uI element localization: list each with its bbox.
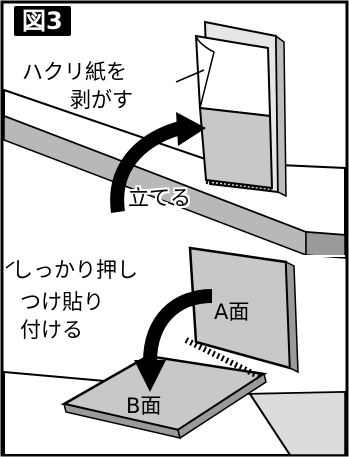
- top-table-surface: [3, 88, 346, 237]
- release-paper-curl: [195, 35, 215, 109]
- top-table-side: [305, 231, 346, 259]
- stand-label: 立てる: [128, 186, 191, 210]
- plate-a-edge: [285, 260, 299, 374]
- stand-arrow-shaft: [110, 121, 183, 213]
- stand-back-edge: [275, 34, 287, 198]
- press-arrow-shaft: [143, 289, 213, 363]
- press-label-line1: しっかり押し: [12, 258, 138, 282]
- peel-leader-line: [175, 69, 205, 83]
- press-label-line2: つけ貼り: [20, 290, 104, 314]
- peel-label-line2: 剥がす: [70, 88, 133, 112]
- bottom-hinge: [184, 337, 264, 381]
- stand-hinge: [205, 180, 273, 192]
- peel-label-line1: ハクリ紙を: [22, 60, 127, 84]
- stand-lower-panel: [198, 106, 274, 190]
- stand-arrow-head: [176, 112, 206, 146]
- face-b-label: B面: [126, 394, 162, 418]
- press-arrow-head: [134, 360, 166, 392]
- press-label-line3: 付ける: [20, 318, 83, 342]
- face-a-label: A面: [214, 300, 250, 324]
- figure-number-badge: 図3: [14, 6, 71, 36]
